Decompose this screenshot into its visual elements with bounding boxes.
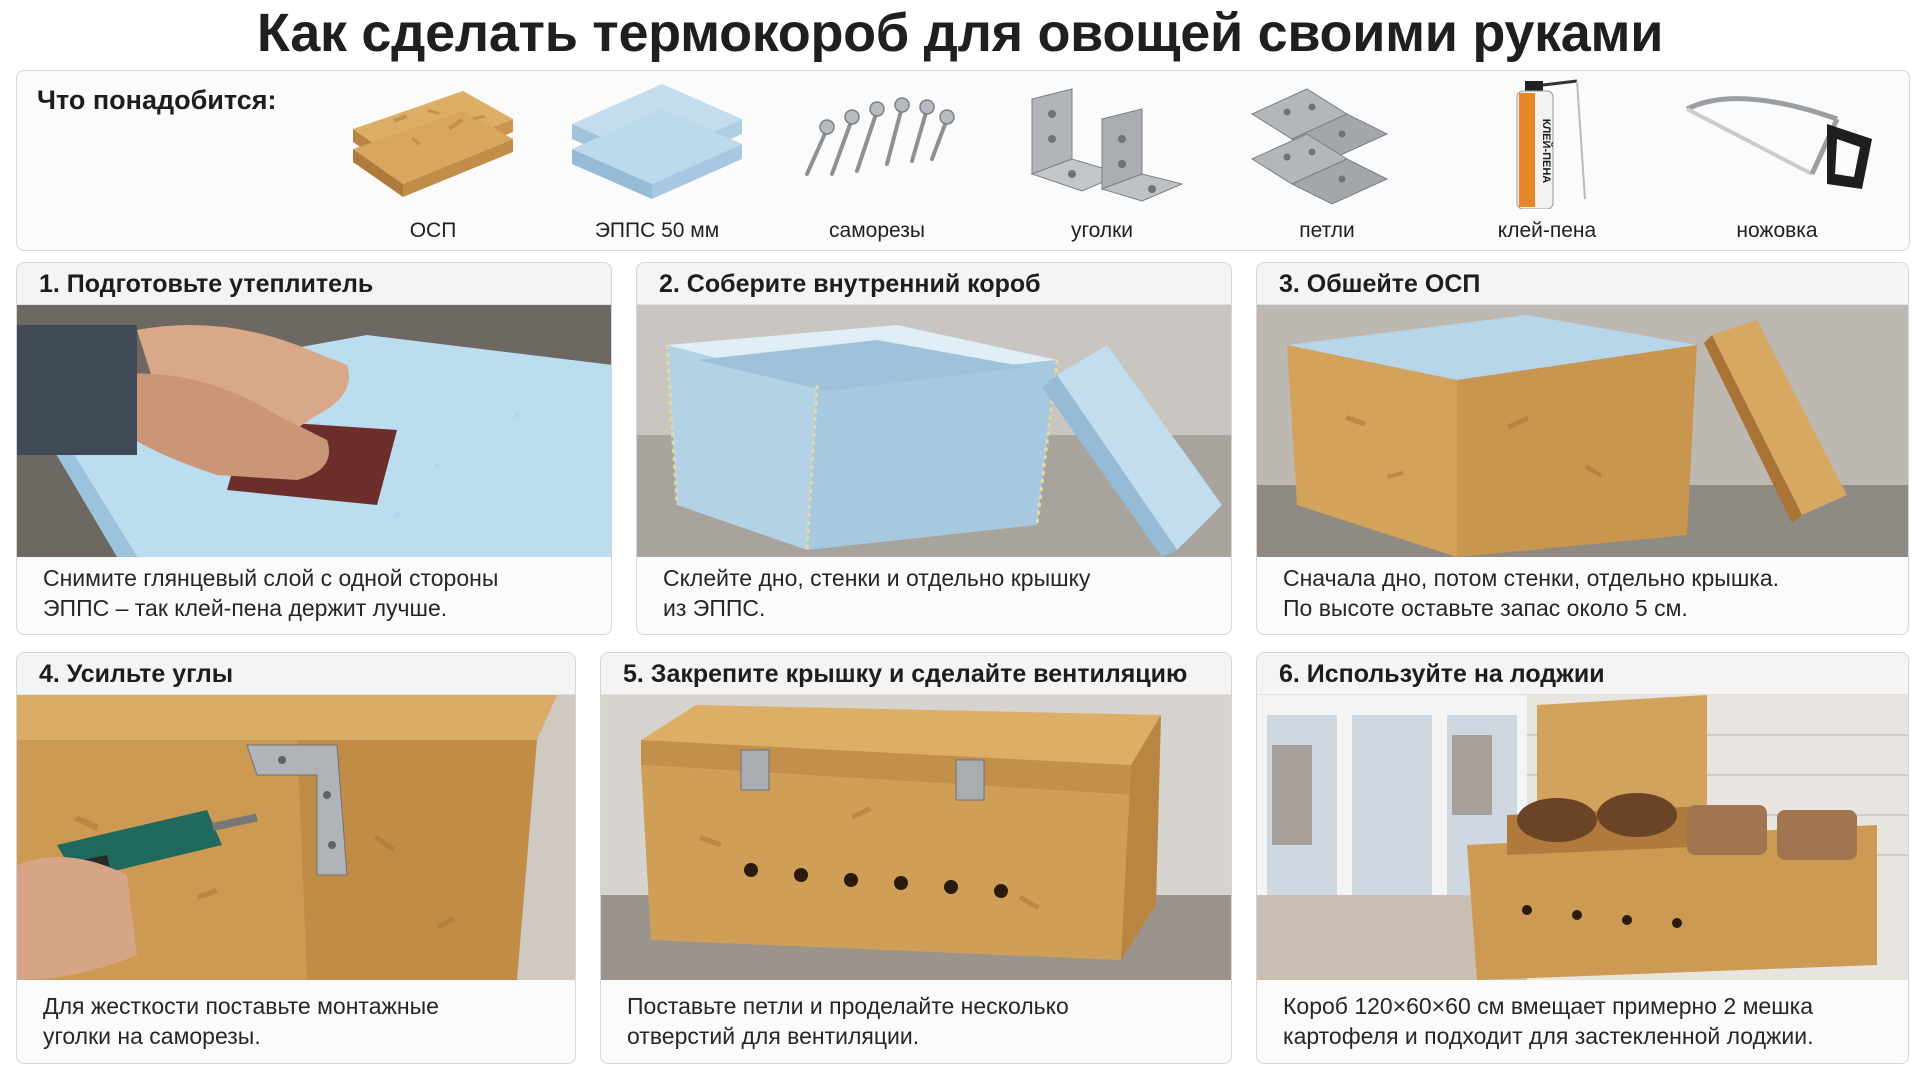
step-image	[637, 305, 1231, 557]
step-image	[17, 695, 575, 980]
step-title: 3. Обшейте ОСП	[1257, 263, 1908, 305]
sanding-foam-illustration	[17, 305, 611, 557]
materials-panel: Что понадобится: ОСП	[16, 70, 1910, 251]
material-label: ЭППС 50 мм	[594, 219, 720, 242]
can-label-text: КЛЕЙ-ПЕНА	[1540, 119, 1553, 184]
material-label: ножовка	[1736, 219, 1818, 242]
step-title: 2. Соберите внутренний короб	[637, 263, 1231, 305]
material-osb: ОСП	[333, 79, 533, 247]
step-text-line: Для жесткости поставьте монтажные	[43, 993, 439, 1019]
step-image	[17, 305, 611, 557]
material-screws: саморезы	[777, 79, 977, 247]
foam-box-illustration	[637, 305, 1231, 557]
step-title: 6. Используйте на лоджии	[1257, 653, 1908, 695]
material-foam-glue: КЛЕЙ-ПЕНА клей-пена	[1447, 79, 1647, 247]
material-hinges: петли	[1227, 79, 1427, 247]
step-image	[1257, 305, 1908, 557]
step-text-line: ЭППС – так клей-пена держит лучше.	[43, 595, 448, 621]
step-card-6: 6. Используйте на лоджии Короб 120×6	[1256, 652, 1909, 1064]
foam-glue-can-icon: КЛЕЙ-ПЕНА	[1516, 79, 1586, 209]
step-image	[601, 695, 1231, 980]
step-card-4: 4. Усильте углы Для жесткости поставьте …	[16, 652, 576, 1064]
step-text-line: уголки на саморезы.	[43, 1023, 261, 1049]
material-label: петли	[1299, 219, 1355, 242]
step-card-2: 2. Соберите внутренний короб Склейте дно…	[636, 262, 1232, 635]
step-description: Поставьте петли и проделайте несколько о…	[627, 991, 1217, 1051]
step-description: Короб 120×60×60 см вмещает примерно 2 ме…	[1283, 991, 1894, 1051]
materials-heading: Что понадобится:	[37, 85, 277, 115]
step-text-line: Снимите глянцевый слой с одной стороны	[43, 565, 499, 591]
material-label: уголки	[1070, 219, 1134, 242]
step-description: Сначала дно, потом стенки, отдельно крыш…	[1283, 563, 1894, 623]
material-label: ОСП	[409, 219, 457, 242]
material-xps: ЭППС 50 мм	[557, 79, 757, 247]
step-text-line: Склейте дно, стенки и отдельно крышку	[663, 565, 1091, 591]
step-text-line: По высоте оставьте запас около 5 см.	[1283, 595, 1688, 621]
step-title: 1. Подготовьте утеплитель	[17, 263, 611, 305]
screws-icon	[805, 97, 955, 176]
step-text-line: Поставьте петли и проделайте несколько	[627, 993, 1069, 1019]
step-title: 4. Усильте углы	[17, 653, 575, 695]
step-text-line: из ЭППС.	[663, 595, 766, 621]
material-label: саморезы	[829, 219, 925, 242]
step-text-line: отверстий для вентиляции.	[627, 1023, 920, 1049]
balcony-box-illustration	[1257, 695, 1908, 980]
osb-box-illustration	[1257, 305, 1908, 557]
material-corners: уголки	[1002, 79, 1202, 247]
hacksaw-icon	[1685, 96, 1872, 189]
step-text-line: Короб 120×60×60 см вмещает примерно 2 ме…	[1283, 993, 1814, 1019]
step-text-line: Сначала дно, потом стенки, отдельно крыш…	[1283, 565, 1780, 591]
page-title: Как сделать термокороб для овощей своими…	[256, 3, 1664, 63]
step-text-line: картофеля и подходит для застекленной ло…	[1283, 1023, 1814, 1049]
ventilated-box-illustration	[601, 695, 1231, 980]
hinges-icon	[1250, 88, 1389, 205]
step-card-5: 5. Закрепите крышку и сделайте вентиляци…	[600, 652, 1232, 1064]
corner-drilling-illustration	[17, 695, 575, 980]
material-hacksaw: ножовка	[1667, 79, 1872, 247]
xps-foam-icon	[572, 84, 742, 199]
corner-brackets-icon	[1030, 88, 1184, 202]
step-card-3: 3. Обшейте ОСП Сначала дно, потом стенки…	[1256, 262, 1909, 635]
step-description: Снимите глянцевый слой с одной стороны Э…	[43, 563, 597, 623]
step-image	[1257, 695, 1908, 980]
osb-boards-icon	[353, 91, 513, 197]
step-card-1: 1. Подготовьте утеплитель Снимите глянце…	[16, 262, 612, 635]
step-description: Склейте дно, стенки и отдельно крышку из…	[663, 563, 1217, 623]
step-description: Для жесткости поставьте монтажные уголки…	[43, 991, 561, 1051]
step-title: 5. Закрепите крышку и сделайте вентиляци…	[601, 653, 1231, 695]
material-label: клей-пена	[1497, 219, 1597, 242]
